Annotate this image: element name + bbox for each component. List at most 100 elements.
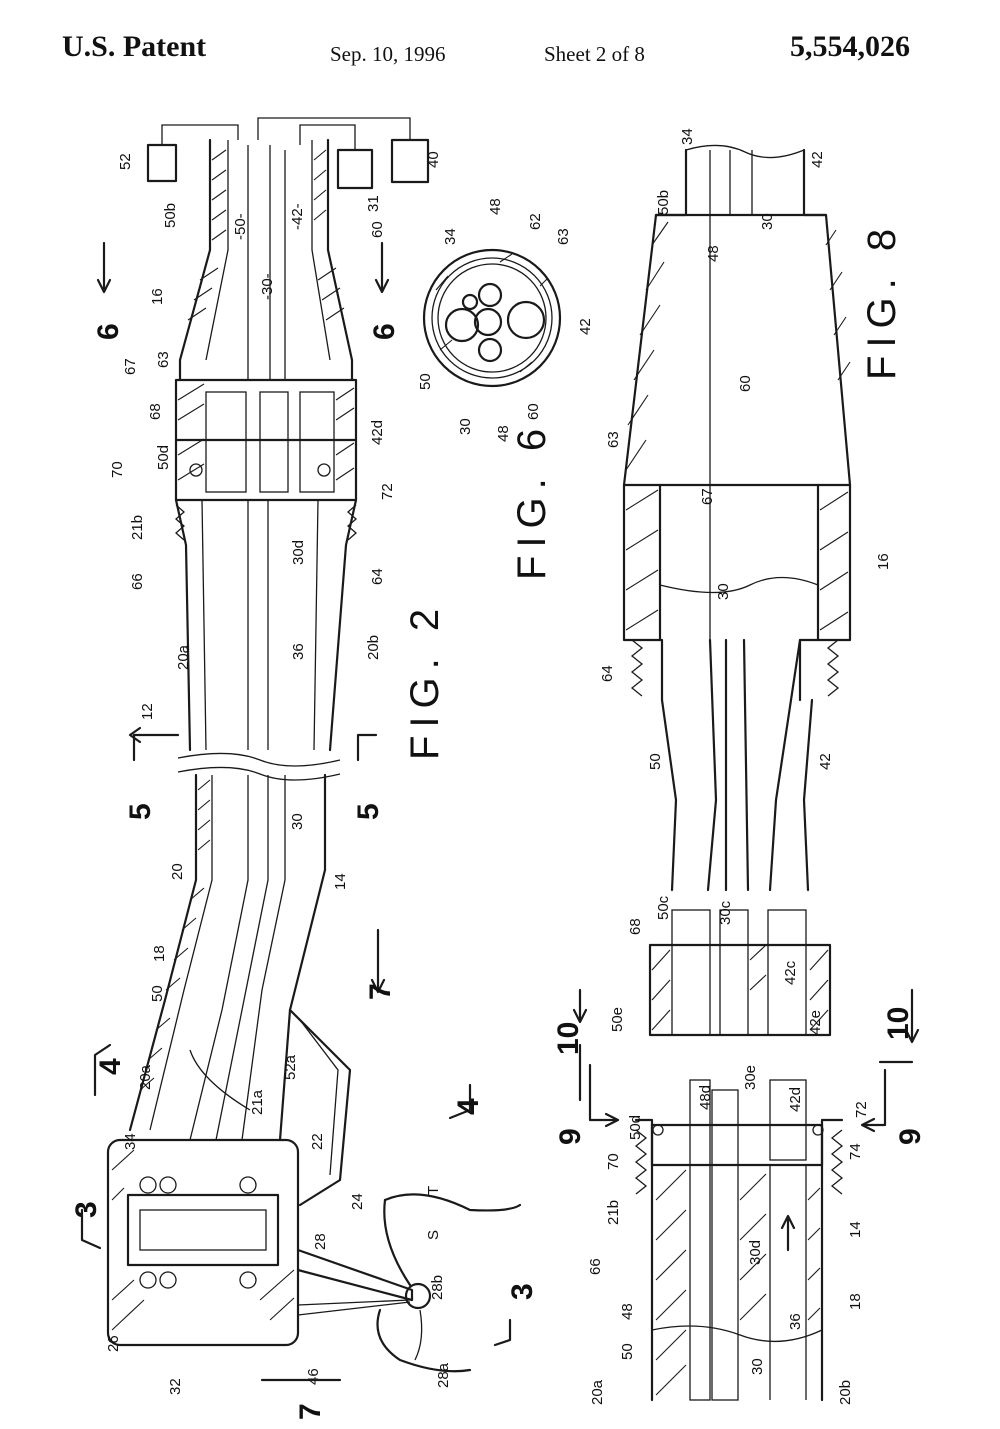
section-5-left: 5	[124, 803, 157, 820]
label-16: 16	[149, 288, 166, 305]
fig8-label-42-mid: 42	[817, 753, 834, 770]
label-T: T	[425, 1186, 442, 1195]
label-28b: 28b	[429, 1275, 446, 1300]
fig9-label-50: 50	[619, 1343, 636, 1360]
figure-8-drawing: 34 50b 48 30 42 60 63 67 16 30 64 50 42 …	[552, 128, 920, 1102]
label-32: 32	[167, 1378, 184, 1395]
section-3-left: 3	[70, 1201, 103, 1218]
wire-52	[161, 124, 239, 145]
fig6-label-63: 63	[555, 228, 572, 245]
label-21b: 21b	[129, 515, 146, 540]
label-68: 68	[147, 403, 164, 420]
section-7-top: 7	[364, 983, 397, 1000]
label-28a: 28a	[435, 1362, 452, 1388]
tooth-bottom	[376, 1308, 472, 1373]
rotor-housing	[126, 1193, 280, 1267]
section-9-right: 9	[894, 1128, 927, 1145]
handle-right-outer	[278, 773, 327, 1142]
label-24: 24	[349, 1193, 366, 1210]
fig6-label-42: 42	[577, 318, 594, 335]
fig8-label-30e: 30e	[742, 1065, 759, 1090]
fig8-label-68: 68	[627, 918, 644, 935]
label-70: 70	[109, 461, 126, 478]
label-30-mid: -30-	[259, 273, 276, 300]
fig9-label-72: 72	[853, 1101, 870, 1118]
cable-left-outer	[178, 138, 212, 382]
label-26: 26	[105, 1335, 122, 1352]
section-9-left: 9	[554, 1128, 587, 1145]
patent-number: 5,554,026	[790, 30, 910, 63]
label-46: 46	[305, 1368, 322, 1385]
patent-publisher: U.S. Patent	[62, 30, 207, 63]
wire-40	[257, 117, 411, 140]
fig8-label-63: 63	[605, 431, 622, 448]
label-50-mid: -50-	[232, 213, 249, 240]
cable-right-outer	[326, 138, 354, 382]
manifold-68	[648, 943, 832, 1037]
fig9-label-74: 74	[847, 1143, 864, 1160]
lumen-34	[461, 293, 479, 311]
label-60: 60	[369, 221, 386, 238]
patent-date: Sep. 10, 1996	[330, 42, 446, 66]
fig6-label-50: 50	[417, 373, 434, 390]
label-18: 18	[151, 945, 168, 962]
label-50d: 50d	[155, 445, 172, 470]
label-30: 30	[289, 813, 306, 830]
handpiece-head	[106, 1138, 300, 1347]
label-42-mid: -42-	[289, 203, 306, 230]
tooth-top	[383, 1193, 522, 1212]
label-14: 14	[332, 873, 349, 890]
fig6-label-30: 30	[457, 418, 474, 435]
fig6-label-34: 34	[442, 228, 459, 245]
section-5-right: 5	[352, 803, 385, 820]
fig9-label-30d: 30d	[747, 1240, 764, 1265]
fig8-label-42c: 42c	[782, 960, 799, 985]
fig8-label-50c: 50c	[655, 895, 672, 920]
fig9-label-20b: 20b	[837, 1380, 854, 1405]
fig9-label-36: 36	[787, 1313, 804, 1330]
fig8-label-50: 50	[647, 753, 664, 770]
label-30d: 30d	[290, 540, 307, 565]
lumen-50	[444, 307, 480, 343]
fig8-left-outer	[622, 148, 688, 702]
tube-42	[768, 638, 802, 892]
fig9-label-21b: 21b	[605, 1200, 622, 1225]
label-67: 67	[122, 358, 139, 375]
fig8-label-16: 16	[875, 553, 892, 570]
section-3-right: 3	[506, 1283, 539, 1300]
label-22: 22	[309, 1133, 326, 1150]
fig8-label-64: 64	[599, 665, 616, 682]
fig8-label-60: 60	[737, 375, 754, 392]
label-20: 20	[169, 863, 186, 880]
fig6-label-62: 62	[527, 213, 544, 230]
label-12: 12	[139, 703, 156, 720]
tube-50	[660, 698, 678, 892]
lumen-42	[506, 300, 546, 340]
box-31	[336, 148, 374, 190]
section-6-left: 6	[92, 323, 125, 340]
fig9-label-70: 70	[605, 1153, 622, 1170]
fig8-label-67: 67	[699, 488, 716, 505]
section-7-bottom: 7	[294, 1403, 327, 1420]
bur-tip	[404, 1282, 432, 1310]
bur-shank	[296, 1248, 414, 1302]
label-63: 63	[155, 351, 172, 368]
fig9-label-14: 14	[847, 1221, 864, 1238]
figure-9-drawing: 48d 50d 70 21b 66 48 50 20a 30d 36 30 42…	[554, 1063, 927, 1405]
lumen-48-bottom	[477, 337, 503, 363]
figure-2-drawing: 52 50b 16 67 63 68 50d 70 21b 66 20a 12 …	[70, 117, 539, 1420]
box-40	[390, 138, 430, 184]
label-50: 50	[149, 985, 166, 1002]
label-52: 52	[117, 153, 134, 170]
label-S: S	[425, 1230, 442, 1240]
lumen-30	[473, 307, 503, 337]
fig9-label-42d: 42d	[787, 1087, 804, 1112]
fig8-label-42e: 42e	[807, 1010, 824, 1035]
label-52a: 52a	[282, 1054, 299, 1080]
label-20a: 20a	[175, 644, 192, 670]
sheet-number: Sheet 2 of 8	[544, 42, 645, 66]
label-50b: 50b	[162, 203, 179, 228]
figure-6-caption: FIG. 6	[510, 421, 554, 580]
